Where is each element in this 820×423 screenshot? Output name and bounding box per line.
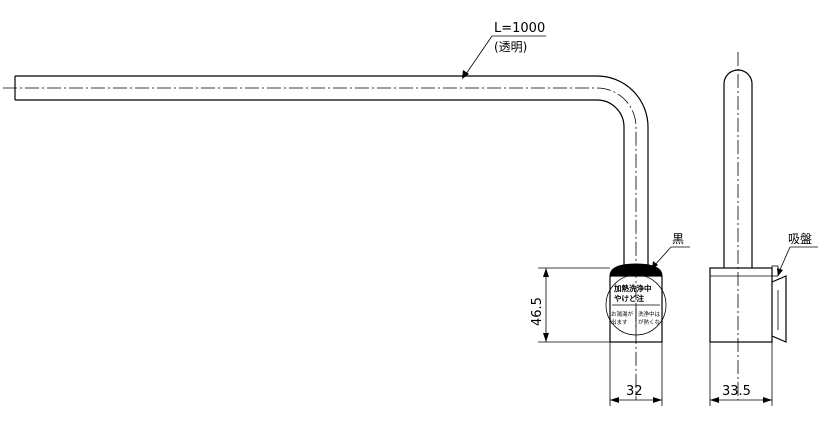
height-dimension <box>538 267 610 343</box>
warning-text-1: 加熱洗浄中 <box>613 283 652 293</box>
side-width-dimension <box>709 342 773 406</box>
suction-cup <box>771 265 787 343</box>
warning-text-4: 出ます <box>611 318 628 326</box>
cap-color-leader <box>652 246 690 269</box>
height-value: 46.5 <box>530 297 545 326</box>
suction-cup-leader <box>777 246 818 276</box>
warning-text-5: 洗浄中は <box>638 310 661 318</box>
warning-text-6: が熱くな <box>638 318 661 326</box>
tube-side-view <box>709 52 773 400</box>
warning-text-2: やけど注 <box>614 293 644 303</box>
front-width-dimension <box>609 342 663 406</box>
holder-front <box>605 263 667 343</box>
front-width-value: 32 <box>626 384 643 399</box>
side-width-value: 33.5 <box>722 384 751 399</box>
warning-text-3: お湯湯が <box>611 310 634 318</box>
tube-front-view <box>3 75 649 400</box>
material-label: (透明) <box>494 40 527 54</box>
length-label: L=1000 <box>494 21 545 36</box>
length-leader <box>462 35 546 79</box>
cap-color-label: 黒 <box>672 232 684 246</box>
suction-cup-label: 吸盤 <box>788 232 812 246</box>
